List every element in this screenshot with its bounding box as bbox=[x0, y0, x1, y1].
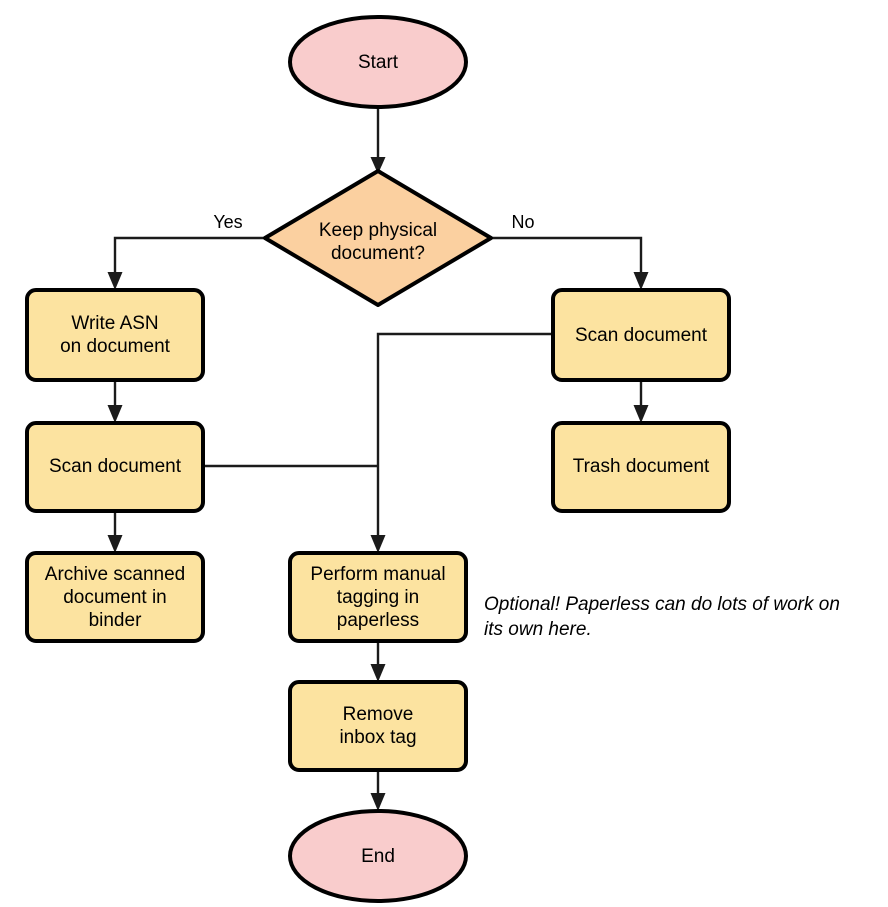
trash-document-label: Trash document bbox=[573, 456, 710, 477]
node-remove-inbox-tag[interactable]: Remove inbox tag bbox=[288, 680, 468, 772]
node-scan-document-left[interactable]: Scan document bbox=[25, 421, 205, 513]
scan-document-right-box[interactable] bbox=[551, 288, 731, 382]
scan-document-left-label: Scan document bbox=[49, 456, 182, 477]
edge-labels-layer: Yes No bbox=[213, 212, 534, 232]
scan-document-left-box[interactable] bbox=[25, 421, 205, 513]
archive-scanned-label-line-2: document in bbox=[63, 587, 167, 608]
annotation-optional-note: Optional! Paperless can do lots of work … bbox=[484, 594, 840, 640]
end-ellipse[interactable] bbox=[288, 809, 468, 903]
start-label: Start bbox=[358, 52, 399, 73]
edge-write-asn-to-scan-left bbox=[107, 380, 123, 423]
edge-start-to-decision bbox=[370, 108, 386, 174]
node-archive-scanned-document-in-binder[interactable]: Archive scanned document in binder bbox=[25, 551, 205, 643]
edge-label-yes: Yes bbox=[213, 212, 242, 232]
archive-scanned-label-line-1: Archive scanned bbox=[45, 564, 185, 585]
node-keep-physical-document[interactable]: Keep physical document? bbox=[263, 169, 493, 307]
edge-scan-right-to-trash bbox=[633, 380, 649, 423]
remove-inbox-tag-label-line-2: inbox tag bbox=[339, 727, 416, 748]
decision-diamond[interactable] bbox=[263, 169, 493, 307]
node-end[interactable]: End bbox=[288, 809, 468, 903]
edge-remove-inbox-tag-to-end bbox=[370, 770, 386, 811]
node-start[interactable]: Start bbox=[288, 15, 468, 109]
edge-tagging-to-remove-inbox-tag bbox=[370, 641, 386, 682]
node-scan-document-right[interactable]: Scan document bbox=[551, 288, 731, 382]
nodes-layer: Start Keep physical document? Write ASN … bbox=[25, 15, 731, 903]
edge-label-no: No bbox=[511, 212, 534, 232]
perform-manual-tagging-label-line-1: Perform manual bbox=[310, 564, 445, 585]
node-perform-manual-tagging-in-paperless[interactable]: Perform manual tagging in paperless bbox=[288, 551, 468, 643]
edge-scan-left-to-archive bbox=[107, 511, 123, 553]
write-asn-label-line-2: on document bbox=[60, 336, 171, 357]
decision-label-line-2: document? bbox=[331, 243, 425, 264]
decision-label-line-1: Keep physical bbox=[319, 220, 437, 241]
node-write-asn-on-document[interactable]: Write ASN on document bbox=[25, 288, 205, 382]
trash-document-box[interactable] bbox=[551, 421, 731, 513]
write-asn-box[interactable] bbox=[25, 288, 205, 382]
edges-layer bbox=[107, 108, 649, 811]
perform-manual-tagging-box[interactable] bbox=[288, 551, 468, 643]
write-asn-label-line-1: Write ASN bbox=[71, 313, 158, 334]
edge-scan-right-to-tagging bbox=[370, 332, 553, 553]
perform-manual-tagging-label-line-3: paperless bbox=[337, 610, 419, 631]
node-trash-document[interactable]: Trash document bbox=[551, 421, 731, 513]
perform-manual-tagging-label-line-2: tagging in bbox=[337, 587, 419, 608]
end-label: End bbox=[361, 846, 395, 867]
remove-inbox-tag-box[interactable] bbox=[288, 680, 468, 772]
edge-decision-yes bbox=[107, 236, 265, 290]
archive-scanned-box[interactable] bbox=[25, 551, 205, 643]
start-ellipse[interactable] bbox=[288, 15, 468, 109]
archive-scanned-label-line-3: binder bbox=[89, 610, 142, 631]
annotation-line-2: its own here. bbox=[484, 619, 592, 640]
remove-inbox-tag-label-line-1: Remove bbox=[343, 704, 414, 725]
scan-document-right-label: Scan document bbox=[575, 325, 708, 346]
annotation-line-1: Optional! Paperless can do lots of work … bbox=[484, 594, 840, 615]
edge-decision-no bbox=[491, 236, 649, 290]
